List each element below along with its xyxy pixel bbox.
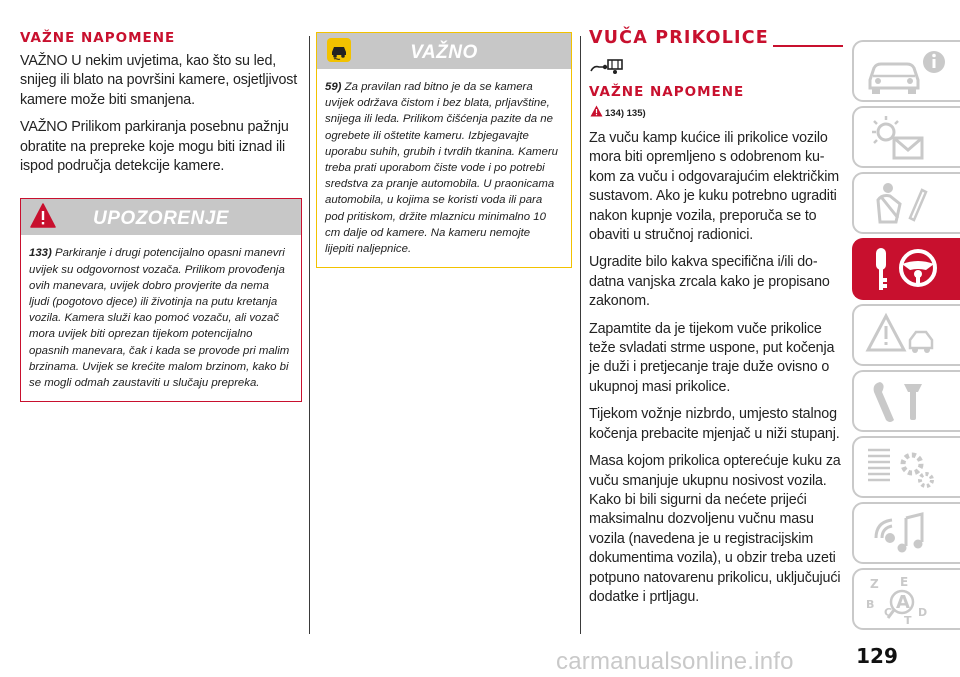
multimedia-icon: [874, 512, 924, 553]
tab-warning-lights[interactable]: [852, 106, 960, 168]
small-warning-icon: [590, 105, 603, 117]
page-number: 129: [856, 644, 898, 668]
important-callout: VAŽNO 59) Za pravilan rad bitno je da se…: [316, 32, 572, 269]
alphabetical-index-icon: Z E B C A T D: [866, 575, 927, 626]
chapter-heading: VUČA PRIKOLICE: [589, 28, 773, 48]
paragraph-downhill: Tijekom vožnje nizbrdo, umjesto stalnog …: [589, 406, 840, 442]
svg-text:T: T: [904, 614, 912, 626]
technical-data-gears-icon: [868, 448, 934, 488]
right-body-text: Za vuču kamp kućice ili prikolice vozilo…: [589, 129, 843, 607]
warning-callout: UPOZORENJE 133) Parkiranje i drugi poten…: [20, 198, 302, 403]
section-title-important-notes: VAŽNE NAPOMENE: [20, 30, 176, 46]
tab-safety[interactable]: [852, 172, 960, 234]
left-column: VAŽNE NAPOMENE VAŽNO U nekim uvjetima, k…: [20, 0, 302, 403]
key-steering-wheel-icon: [876, 248, 937, 290]
car-skid-icon: [327, 38, 351, 62]
tab-index[interactable]: Z E B C A T D: [852, 568, 960, 630]
wrench-maintenance-icon: [873, 382, 922, 422]
warning-callout-title: UPOZORENJE: [93, 208, 229, 230]
breakdown-triangle-icon: [865, 312, 934, 353]
right-column: VUČA PRIKOLICE VAŽNE NAPOMENE 134) 135) …: [589, 0, 843, 615]
middle-column: VAŽNO 59) Za pravilan rad bitno je da se…: [316, 0, 572, 269]
warning-callout-header: UPOZORENJE: [21, 199, 301, 236]
refs-numbers: 134) 135): [605, 108, 646, 119]
paragraph-braking-distance: Zapamtite da je tijekom vuče prikolice t…: [589, 320, 835, 395]
watermark: carmanualsonline.info: [556, 648, 794, 675]
important-ref-number: 59): [325, 81, 342, 93]
subsection-title-important-notes: VAŽNE NAPOMENE: [589, 84, 745, 100]
left-body-text: VAŽNO U nekim uvjetima, kao što su led, …: [20, 52, 302, 176]
paragraph-parking-obstacles: VAŽNO Prilikom parkiranja posebnu pažnju…: [20, 119, 289, 175]
svg-text:C: C: [884, 606, 892, 619]
paragraph-trailer-mass: Masa kojom prikolica opterećuje kuku za …: [589, 453, 841, 605]
warning-ref-number: 133): [29, 247, 52, 260]
paragraph-camera-sensitivity: VAŽNO U nekim uvjetima, kao što su led, …: [20, 53, 298, 108]
tab-multimedia[interactable]: [852, 502, 960, 564]
svg-text:Z: Z: [870, 577, 879, 591]
warning-triangle-icon: [30, 203, 56, 229]
column-divider-left: [309, 36, 310, 634]
warning-text: Parkiranje i drugi potencijalno opasni m…: [29, 247, 290, 390]
paragraph-hitch-requirements: Za vuču kamp kućice ili prikolice vozilo…: [589, 130, 839, 244]
tab-in-an-emergency[interactable]: [852, 304, 960, 366]
important-callout-title: VAŽNO: [410, 42, 478, 63]
important-callout-body: 59) Za pravilan rad bitno je da se kamer…: [317, 69, 571, 267]
airbag-seatbelt-icon: [876, 183, 928, 224]
chapter-heading-block: VUČA PRIKOLICE: [589, 28, 843, 52]
svg-text:D: D: [918, 606, 927, 619]
warning-callout-body: 133) Parkiranje i drugi potencijalno opa…: [21, 235, 301, 401]
warning-lights-icon: [872, 116, 924, 160]
svg-text:B: B: [866, 598, 874, 611]
tab-technical-data[interactable]: [852, 436, 960, 498]
svg-text:A: A: [896, 592, 910, 613]
important-callout-header: VAŽNO: [317, 33, 571, 69]
tab-servicing-maintenance[interactable]: [852, 370, 960, 432]
column-divider-right: [580, 36, 581, 634]
paragraph-mirrors: Ugradite bilo kakva specifična i/ili do­…: [589, 254, 830, 310]
trailer-hitch-icon: [590, 59, 623, 74]
tab-starting-driving[interactable]: [852, 238, 960, 300]
svg-text:E: E: [900, 575, 908, 589]
tab-getting-to-know-car[interactable]: [852, 40, 960, 102]
important-text: Za pravilan rad bitno je da se kamera uv…: [325, 81, 559, 256]
car-info-icon: [868, 51, 945, 94]
refs-line: 134) 135): [589, 105, 843, 121]
